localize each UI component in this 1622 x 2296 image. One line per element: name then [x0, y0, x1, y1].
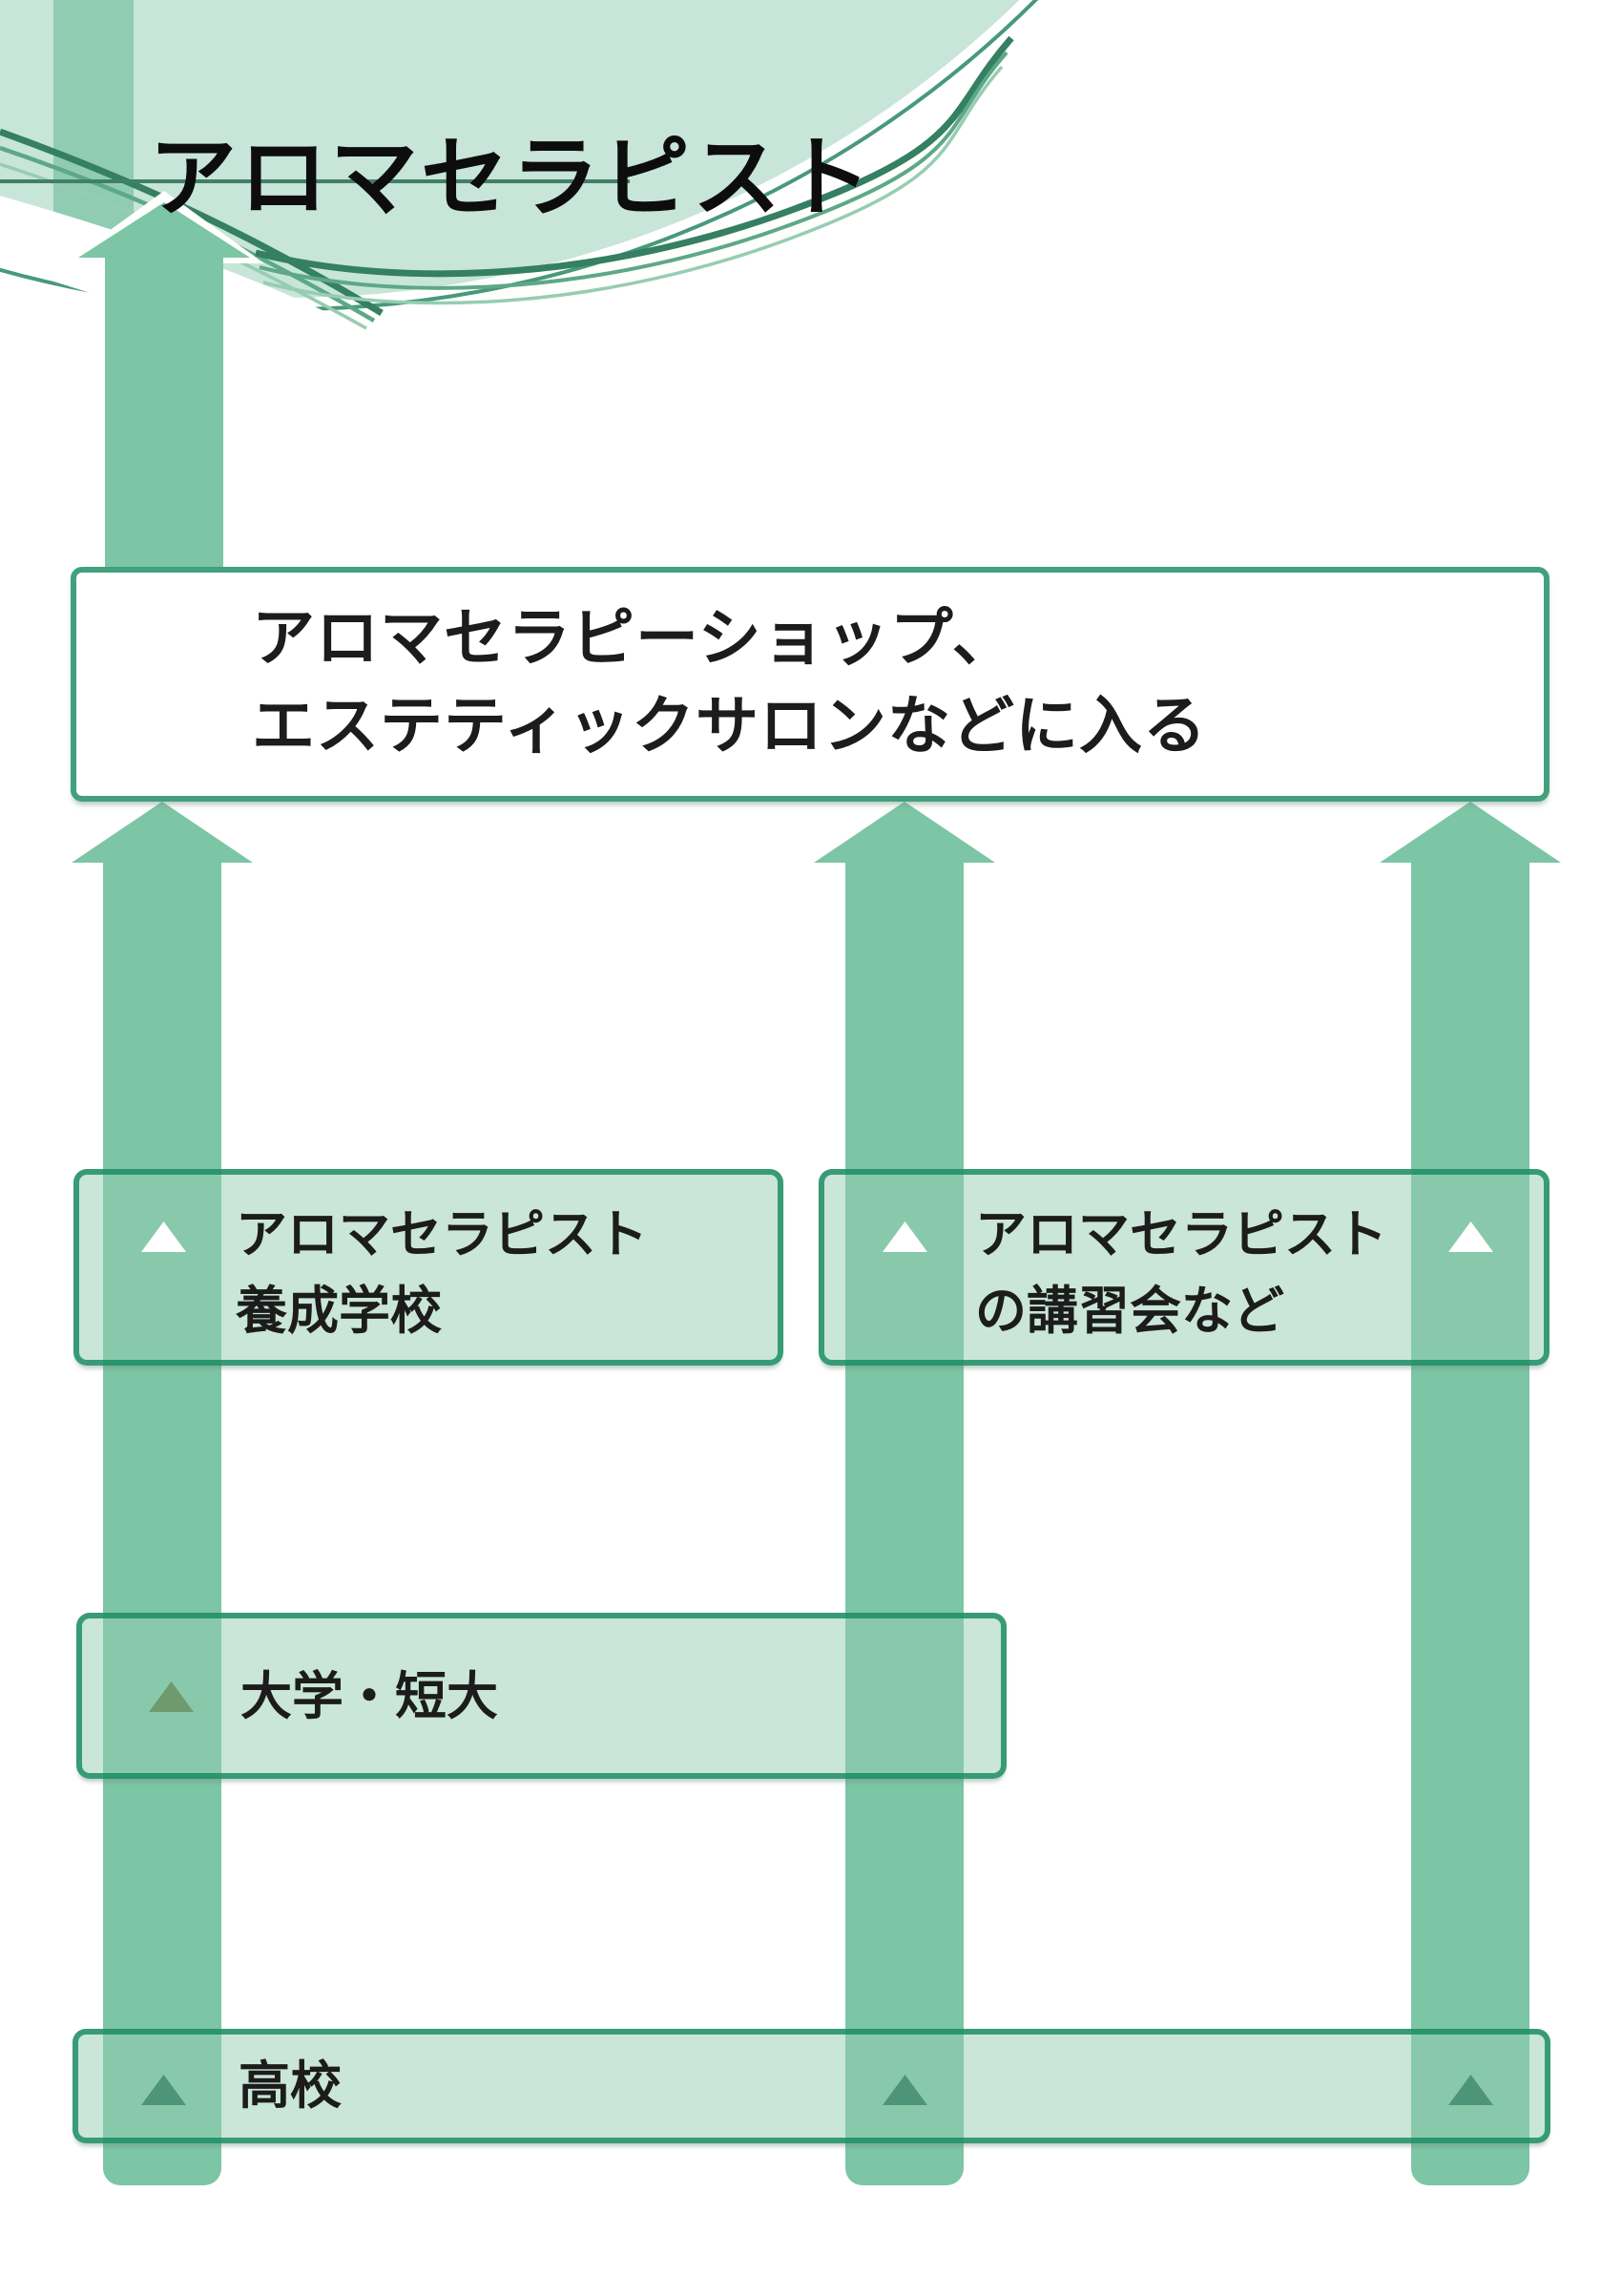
training-school-line-2: 養成学校 — [236, 1283, 442, 1340]
page-title: アロマセラピスト — [149, 125, 875, 229]
workshops-line-2: の講習会など — [975, 1283, 1284, 1340]
left-arrow-shaft — [103, 857, 221, 2185]
goal-box-text: アロマセラピーショップ、 エステティックサロンなどに入る — [252, 594, 1207, 769]
workshops-text: アロマセラピスト の講習会など — [975, 1197, 1387, 1349]
middle-up-arrow-icon — [814, 802, 995, 863]
main-arrow-shaft — [105, 248, 223, 582]
goal-box — [71, 567, 1549, 802]
goal-line-2: エステティックサロンなどに入る — [252, 690, 1208, 761]
training-school-text: アロマセラピスト 養成学校 — [236, 1197, 648, 1349]
university-text: 大学・短大 — [240, 1668, 498, 1725]
middle-arrow-shaft — [845, 857, 964, 2185]
training-school-line-1: アロマセラピスト — [236, 1206, 648, 1263]
high-school-text: 高校 — [239, 2057, 342, 2115]
workshops-line-1: アロマセラピスト — [975, 1206, 1387, 1263]
right-up-arrow-icon — [1380, 802, 1561, 863]
university-box — [76, 1613, 1007, 1779]
right-arrow-shaft — [1411, 857, 1529, 2185]
left-up-arrow-icon — [72, 802, 253, 863]
workshops-box — [819, 1169, 1549, 1366]
training-school-box — [73, 1169, 783, 1366]
goal-line-1: アロマセラピーショップ、 — [252, 602, 1016, 673]
high-school-box — [73, 2029, 1550, 2143]
